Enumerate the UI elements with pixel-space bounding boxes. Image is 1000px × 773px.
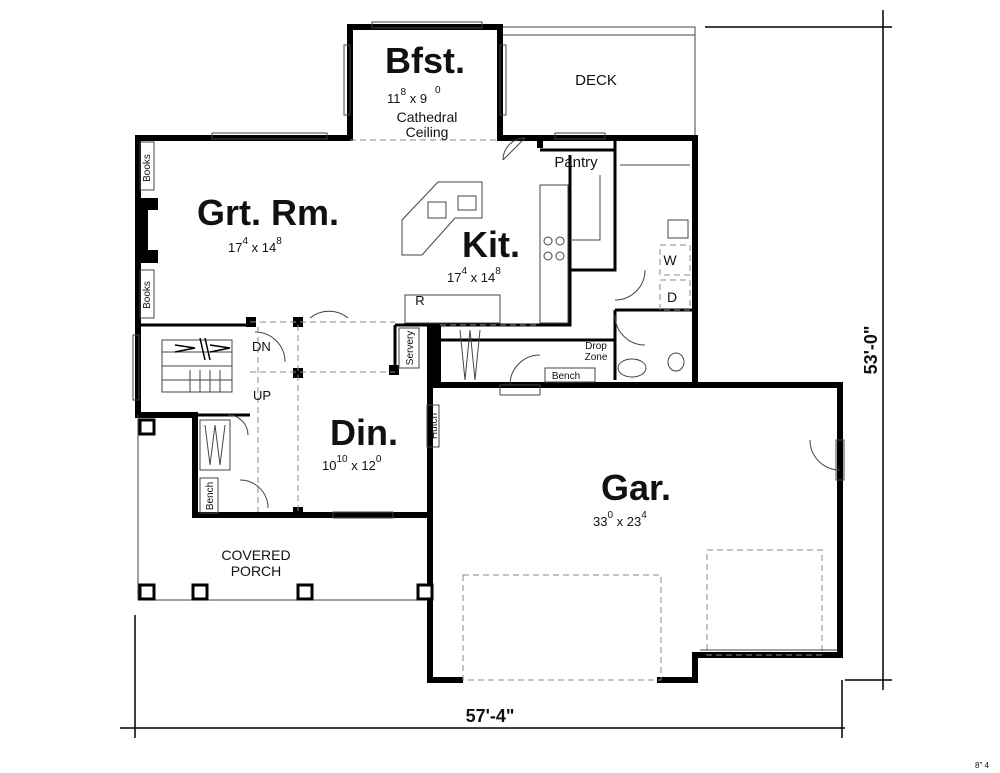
room-label-din: Din. [330,412,398,453]
label-dryer: D [667,289,677,305]
bench-mud [544,367,596,383]
room-note-ceiling: Ceiling [406,124,449,140]
label-bench-mud: Bench [552,371,580,382]
range-counter [404,294,501,324]
label-hutch: Hutch [429,413,440,439]
room-dims-kit: 174 x 148 [447,266,501,285]
label-down: DN [252,339,271,354]
wall-cavity [427,325,441,385]
toilet [617,358,647,378]
room-dims-grt-rm: 174 x 148 [228,236,282,255]
room-label-kit: Kit. [462,224,520,265]
bath-sink [667,352,685,372]
garage-door-right [706,549,823,656]
room-label-deck: DECK [575,72,617,89]
bench-entry [199,477,219,514]
interior-walls [138,140,695,455]
room-label-gar: Gar. [601,467,671,508]
label-books-top: Books [142,154,153,182]
stairs [161,337,233,393]
sink [427,201,447,219]
room-dims-din: 1010 x 120 [322,454,382,473]
washer [659,244,691,276]
label-drop-zone-2: Zone [585,352,608,363]
label-washer: W [663,252,677,268]
bookshelf [139,269,155,319]
exterior-walls [135,24,843,683]
doors [227,137,845,509]
room-dims-gar: 330 x 234 [593,510,647,529]
label-bench-entry: Bench [205,482,216,510]
room-label-bfst: Bfst. [385,40,465,81]
label-up: UP [253,388,271,403]
servery-counter [398,327,420,369]
corner-mark: 8″ 4 [975,761,990,770]
label-servery: Servery [405,331,416,365]
deck-outline [500,26,696,140]
room-note-cathedral: Cathedral [397,109,458,125]
dimension-width: 57'-4" [466,706,515,726]
bookshelf [139,141,155,191]
dimension-lines [120,10,892,738]
kitchen-counter [539,184,569,324]
laundry-sink [667,219,689,239]
label-range: R [415,293,424,308]
hutch [426,404,440,448]
covered-porch [137,415,434,601]
garage-door-left [462,574,662,681]
room-label-porch-line2: PORCH [231,563,282,579]
dimension-depth: 53'-0" [861,326,881,375]
room-label-porch-line1: COVERED [221,547,290,563]
column [389,365,399,375]
dryer [659,279,691,311]
column [293,368,303,378]
openings [250,139,540,512]
label-books-bottom: Books [142,281,153,309]
kitchen-island [401,181,483,256]
room-label-grt-rm: Grt. Rm. [197,192,339,233]
room-dims-bfst: 118 x 90 [387,85,441,106]
windows [132,21,606,519]
column [293,317,303,327]
closet-rod [459,329,481,381]
label-drop-zone-1: Drop [585,341,607,352]
column [293,507,303,517]
room-label-pantry: Pantry [554,154,598,171]
closet-rod [204,424,226,466]
